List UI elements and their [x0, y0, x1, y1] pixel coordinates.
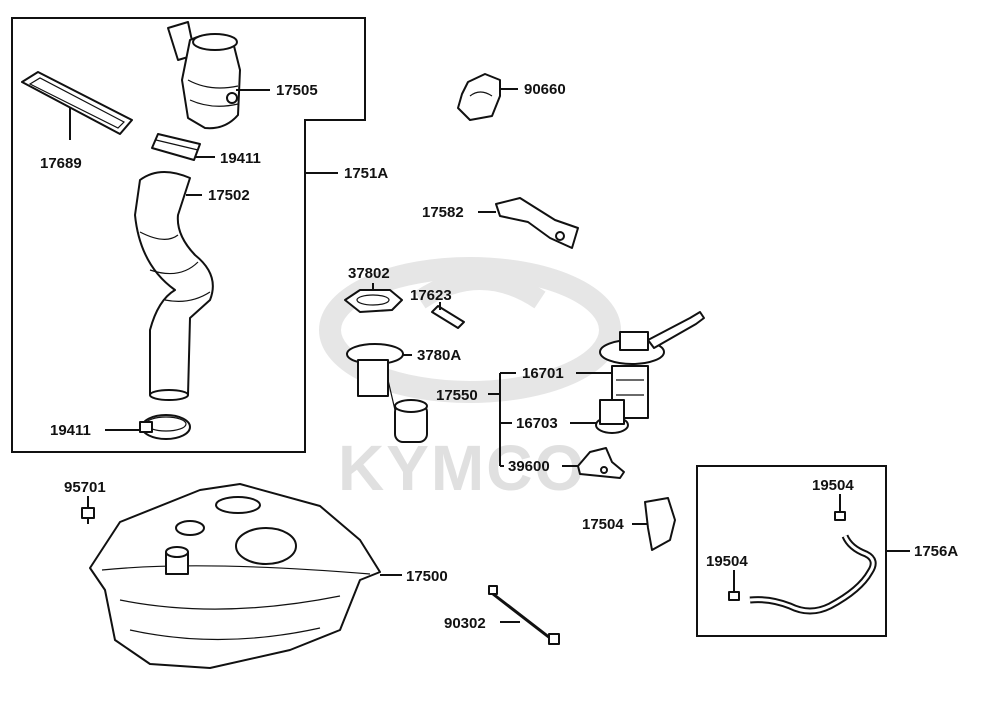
- label-1751a: 1751A: [344, 165, 388, 182]
- clamp-19504-bottom-part: [728, 591, 740, 601]
- kymco-watermark: KYMCO: [319, 257, 621, 504]
- label-17502: 17502: [208, 187, 250, 204]
- label-17582: 17582: [422, 204, 464, 221]
- label-1756a: 1756A: [914, 543, 958, 560]
- label-17500: 17500: [406, 568, 448, 585]
- pad-17504-part: [644, 497, 676, 551]
- label-17504: 17504: [582, 516, 624, 533]
- label-17623: 17623: [410, 287, 452, 304]
- label-95701: 95701: [64, 479, 106, 496]
- filler-neck-part: [167, 21, 241, 130]
- watermark-brand: KYMCO: [338, 432, 586, 504]
- clamp-19411-top-part: [151, 133, 201, 161]
- part-17623: [431, 305, 465, 329]
- label-17550-group: 17550: [436, 387, 478, 404]
- label-90302: 90302: [444, 615, 486, 632]
- clamp-19504-top-part: [834, 511, 846, 521]
- label-16701: 16701: [522, 365, 564, 382]
- filter-16703-part: [595, 399, 629, 434]
- label-16703: 16703: [516, 415, 558, 432]
- fuel-sender-3780a-part: [346, 343, 428, 443]
- label-17689: 17689: [40, 155, 82, 172]
- label-3780a: 3780A: [417, 347, 461, 364]
- bolt-90302-part: [488, 585, 560, 645]
- label-17505: 17505: [276, 82, 318, 99]
- gasket-39600-part: [577, 447, 625, 479]
- label-90660: 90660: [524, 81, 566, 98]
- label-19411-bottom: 19411: [50, 422, 91, 439]
- label-39600: 39600: [508, 458, 550, 475]
- breather-hose-part: [749, 534, 877, 615]
- gasket-17689-part: [21, 71, 133, 135]
- fuel-pump-16701-part: [599, 311, 705, 419]
- label-37802: 37802: [348, 265, 390, 282]
- bracket-17582-part: [495, 197, 579, 249]
- group-box-1751a: [11, 17, 366, 453]
- hose-17502-part: [134, 171, 214, 401]
- clamp-19411-bottom-part: [139, 414, 191, 440]
- label-19504-top: 19504: [812, 477, 854, 494]
- label-19504-bottom: 19504: [706, 553, 748, 570]
- clip-90660-part: [457, 73, 501, 121]
- label-19411-top: 19411: [220, 150, 261, 167]
- bolt-95701-part: [81, 507, 95, 524]
- fuel-tank-17500-part: [89, 483, 381, 669]
- lock-ring-37802-part: [344, 289, 403, 313]
